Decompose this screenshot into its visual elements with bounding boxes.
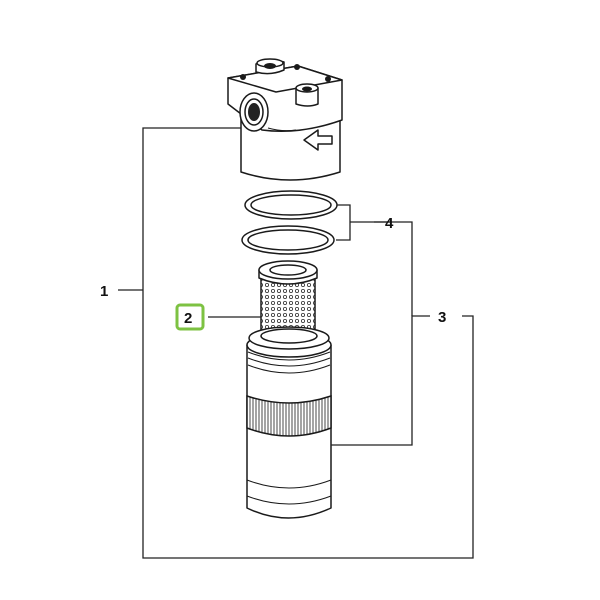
o-ring-lower <box>241 225 335 255</box>
callout-3-label: 3 <box>438 309 446 326</box>
callout-1-label: 1 <box>100 283 108 300</box>
callout-2-highlight-box <box>175 303 205 331</box>
filter-bowl <box>246 326 332 519</box>
callout-2[interactable]: 2 <box>175 303 205 331</box>
leader-lines <box>118 127 474 559</box>
left-arrow-icon <box>303 129 333 151</box>
callout-3[interactable]: 3 <box>438 309 446 326</box>
callout-1[interactable]: 1 <box>100 283 108 300</box>
filter-head <box>227 58 343 181</box>
o-ring-upper <box>244 190 338 220</box>
callout-4[interactable]: 4 <box>385 215 394 232</box>
callout-2-label: 2 <box>184 310 192 327</box>
filter-element <box>258 260 318 336</box>
callout-4-label: 4 <box>385 215 394 232</box>
